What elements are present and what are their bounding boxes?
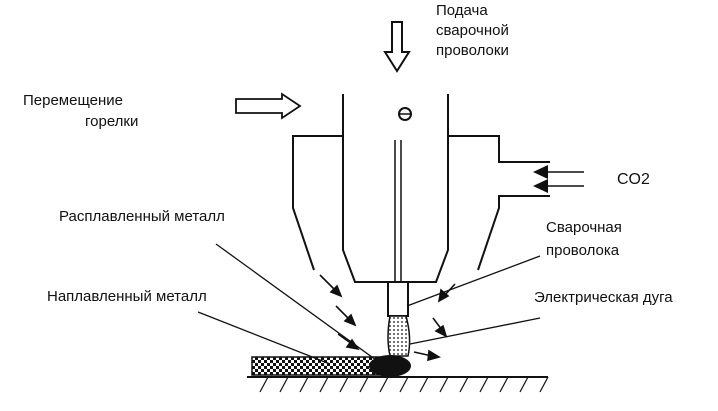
gas-arrow-2 bbox=[533, 179, 548, 193]
label-welding-wire-1: Сварочная bbox=[546, 219, 622, 236]
label-molten-metal: Расплавленный металл bbox=[59, 208, 225, 225]
electric-arc-shape bbox=[387, 315, 411, 357]
leader-molten-metal bbox=[215, 243, 384, 366]
leader-deposited-metal bbox=[197, 311, 331, 365]
wire-feed-arrow bbox=[383, 21, 411, 73]
label-welding-wire-2: проволока bbox=[546, 242, 620, 259]
nozzle-left bbox=[292, 135, 343, 271]
contact-tip bbox=[387, 281, 409, 317]
leader-electric-arc bbox=[409, 317, 541, 345]
label-torch-move-2: горелки bbox=[85, 113, 139, 130]
label-torch-move-1: Перемещение bbox=[23, 92, 123, 109]
nozzle-right bbox=[448, 135, 550, 163]
deposited-metal-bead bbox=[251, 356, 381, 376]
molten-pool bbox=[369, 355, 411, 377]
gas-arrow-1 bbox=[533, 165, 548, 179]
label-gas: CO2 bbox=[617, 171, 650, 188]
label-wire-feed-2: сварочной bbox=[436, 22, 509, 39]
label-deposited-metal: Наплавленный металл bbox=[47, 288, 207, 305]
leader-welding-wire bbox=[406, 255, 541, 307]
label-electric-arc: Электрическая дуга bbox=[534, 289, 673, 306]
label-wire-feed-3: проволоки bbox=[436, 42, 509, 59]
label-wire-feed-1: Подача bbox=[436, 2, 488, 19]
torch-movement-arrow bbox=[235, 92, 302, 120]
